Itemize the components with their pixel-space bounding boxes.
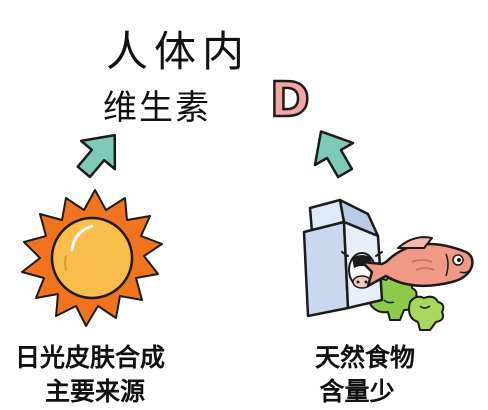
title-line-2: 维生素 xyxy=(103,88,211,128)
left-caption-line-2: 主要来源 xyxy=(44,377,145,406)
arrow-up-icon xyxy=(313,130,355,179)
title-line-1: 人体内 xyxy=(106,27,251,76)
left-caption-line-1: 日光皮肤合成 xyxy=(14,343,165,372)
vitamin-d-letter: D xyxy=(269,72,311,128)
fish-icon xyxy=(360,236,474,288)
sun-icon xyxy=(21,189,163,327)
milk-carton-icon xyxy=(302,198,384,318)
right-caption-line-1: 天然食物 xyxy=(314,343,415,372)
arrow-up-icon xyxy=(76,133,117,179)
right-caption-line-2: 含量少 xyxy=(319,377,395,406)
